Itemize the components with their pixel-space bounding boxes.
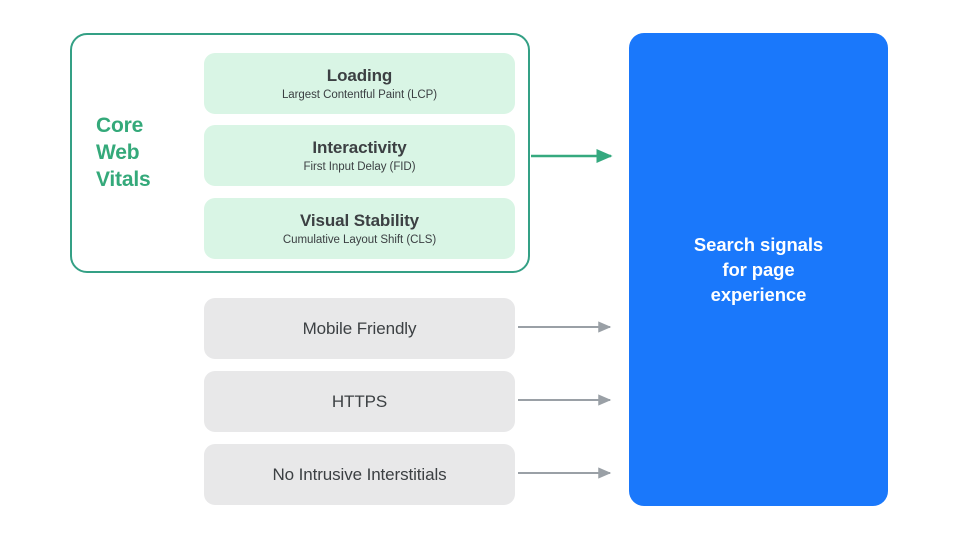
- search-signals-panel-text: Search signals for page experience: [693, 234, 824, 305]
- metric-subtitle-interactivity: First Input Delay (FID): [303, 160, 416, 173]
- signal-label-no-intrusive-interstitials: No Intrusive Interstitials: [272, 465, 447, 484]
- core-web-vitals-label: Core Web Vitals: [96, 112, 192, 193]
- metric-title-loading: Loading: [326, 65, 393, 85]
- metric-subtitle-visual-stability: Cumulative Layout Shift (CLS): [282, 233, 437, 246]
- signal-label-mobile-friendly: Mobile Friendly: [302, 319, 417, 338]
- core-web-vitals-label-line-2: Web: [96, 141, 140, 164]
- metric-title-interactivity: Interactivity: [312, 137, 407, 157]
- signal-card-https[interactable]: HTTPS: [204, 371, 515, 432]
- search-signals-panel[interactable]: Search signals for page experience: [629, 33, 888, 506]
- metric-title-visual-stability: Visual Stability: [299, 210, 420, 230]
- signal-card-mobile-friendly[interactable]: Mobile Friendly: [204, 298, 515, 359]
- metric-card-loading[interactable]: Loading Largest Contentful Paint (LCP): [204, 53, 515, 114]
- metric-card-visual-stability[interactable]: Visual Stability Cumulative Layout Shift…: [204, 198, 515, 259]
- signal-label-https: HTTPS: [331, 392, 388, 411]
- signal-card-no-intrusive-interstitials[interactable]: No Intrusive Interstitials: [204, 444, 515, 505]
- core-web-vitals-label-line-3: Vitals: [96, 168, 151, 191]
- metric-card-interactivity[interactable]: Interactivity First Input Delay (FID): [204, 125, 515, 186]
- core-web-vitals-label-line-1: Core: [96, 114, 144, 137]
- metric-subtitle-loading: Largest Contentful Paint (LCP): [281, 88, 438, 101]
